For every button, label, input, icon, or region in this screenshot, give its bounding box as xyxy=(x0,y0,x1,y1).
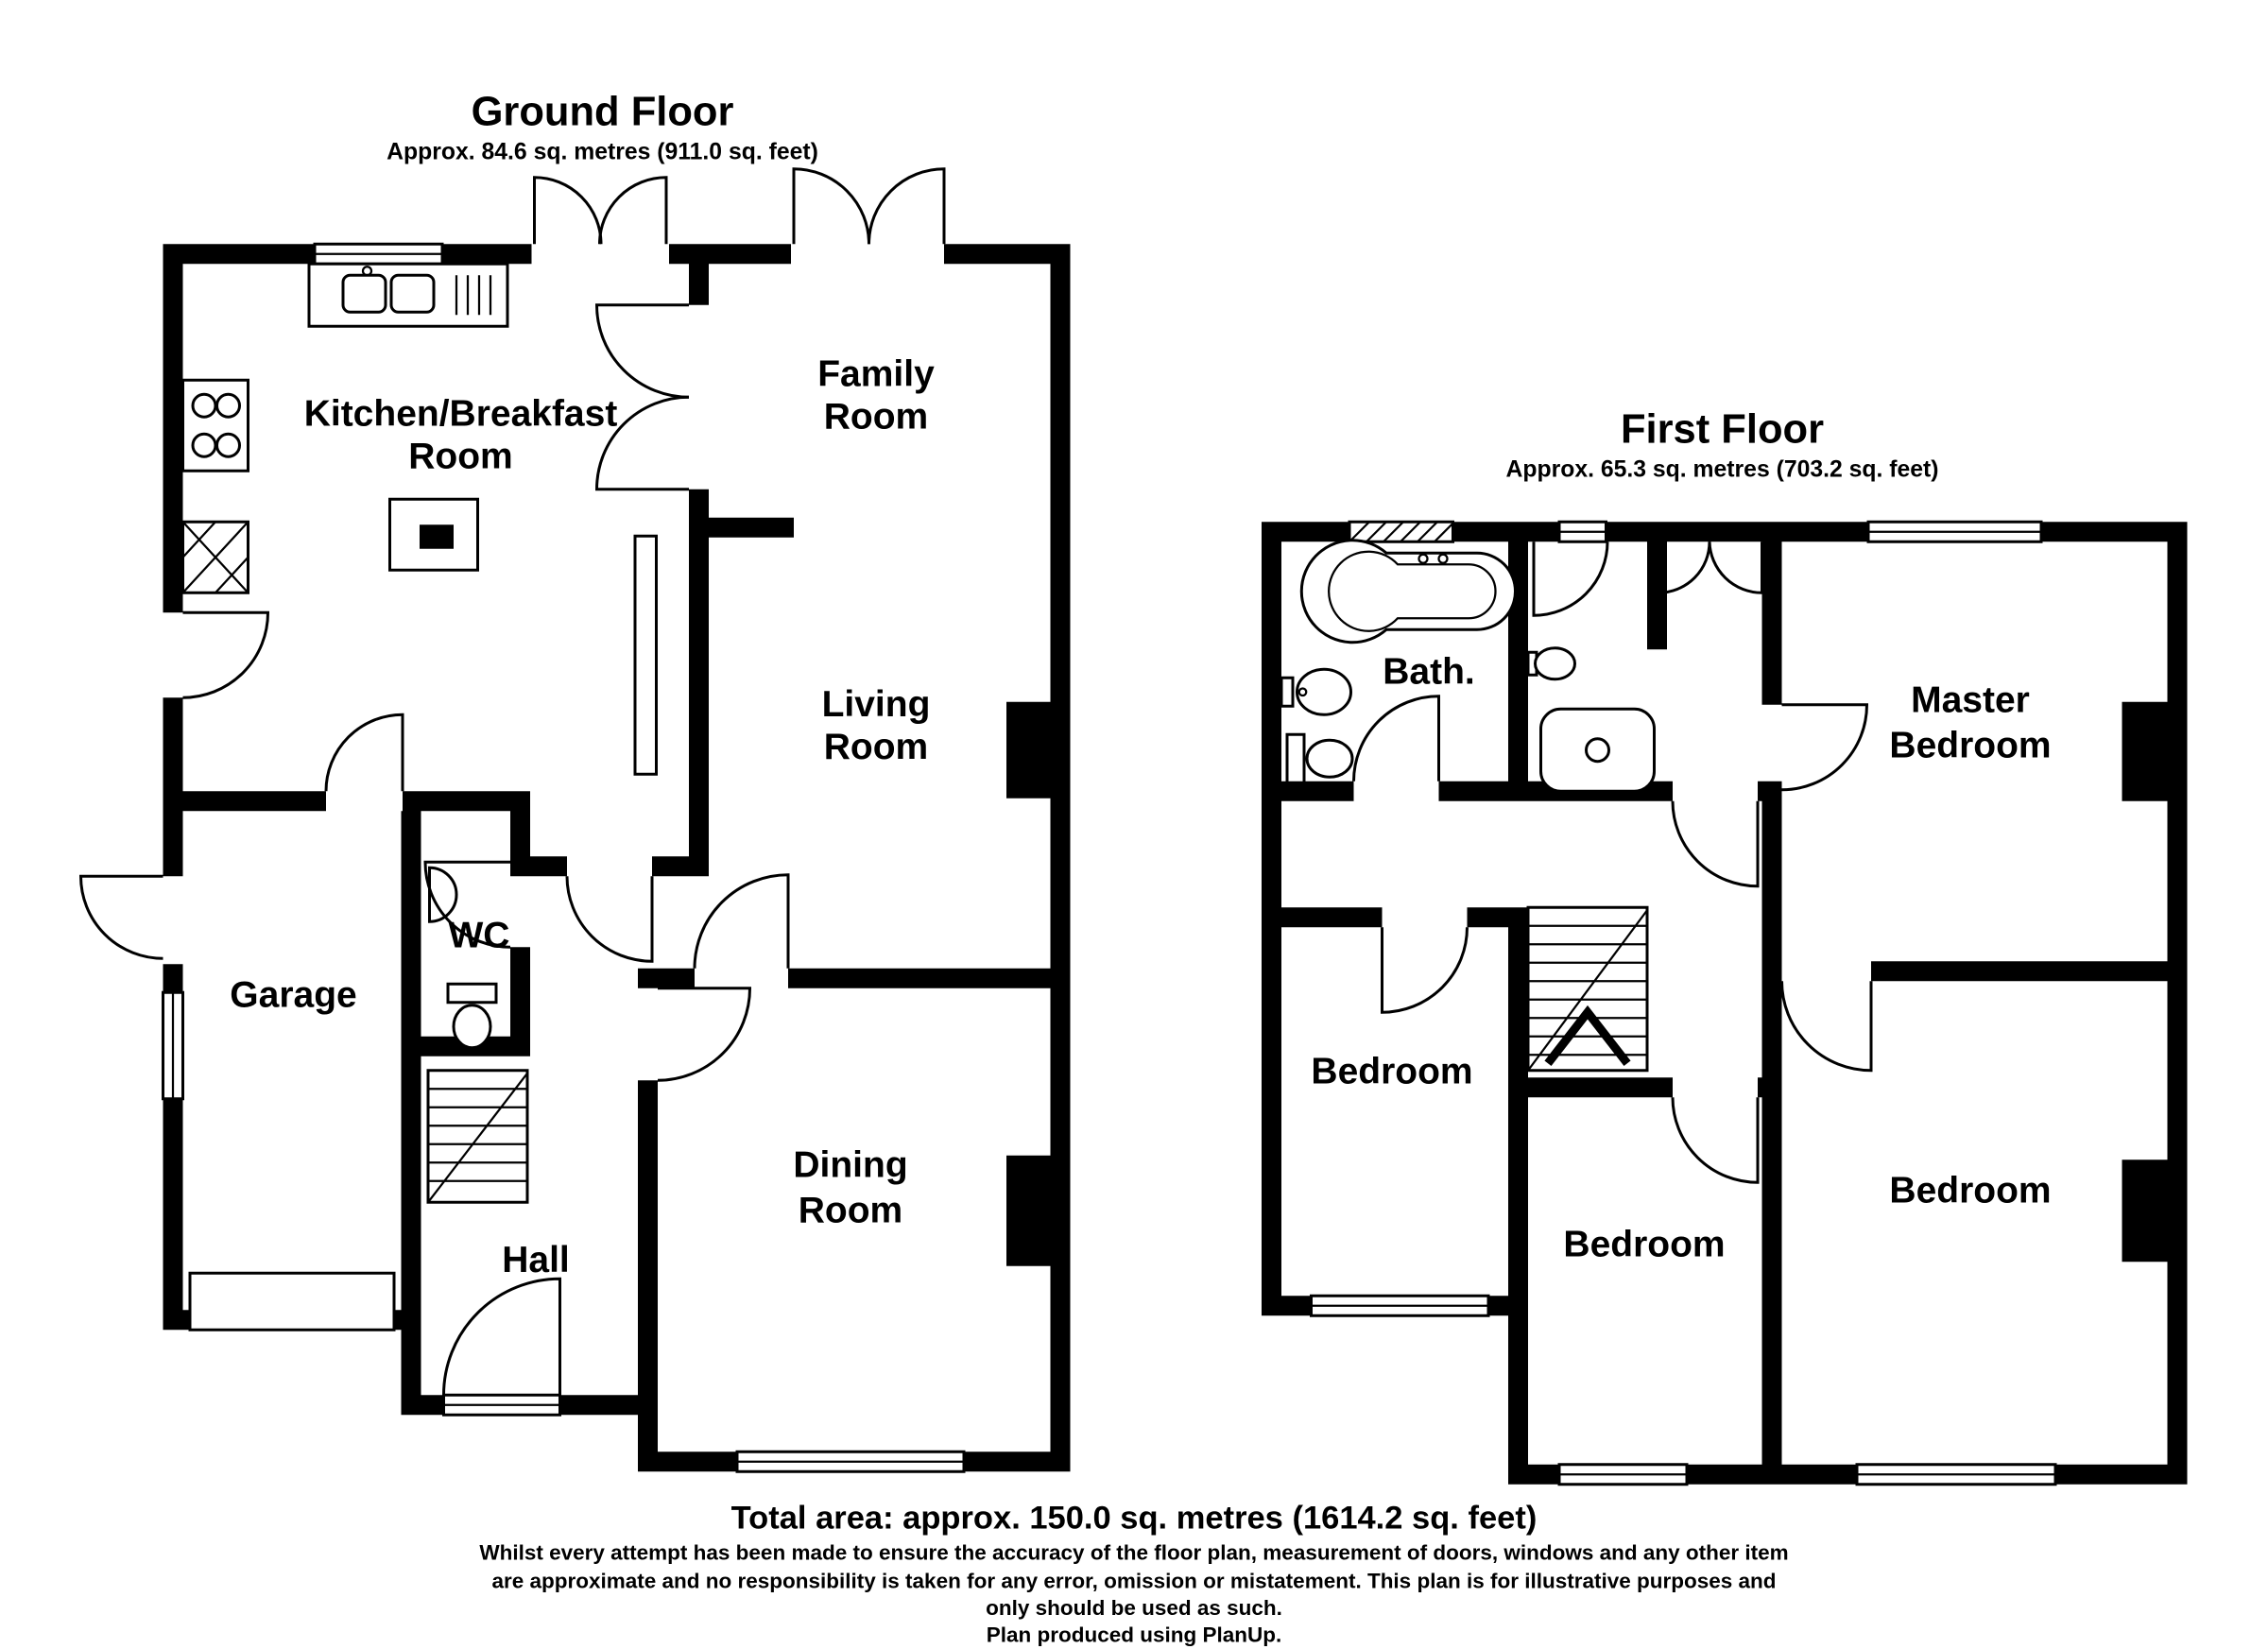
garage-side-window xyxy=(162,990,184,1101)
disclaimer-line3: only should be used as such. xyxy=(986,1596,1282,1620)
door-arc-kitchen-family-bottom xyxy=(594,395,690,491)
label-bedroom-left: Bedroom xyxy=(1311,1051,1472,1091)
door-arc-living-opening xyxy=(693,873,790,969)
door-arc-patio-right xyxy=(598,176,668,245)
shower-tray xyxy=(1539,707,1656,793)
door-arc-cupboard-right xyxy=(1708,541,1763,594)
left-bedroom-window xyxy=(1310,1294,1490,1317)
front-door-glazing xyxy=(442,1393,561,1417)
door-arc-landing xyxy=(1671,800,1760,888)
landing-window xyxy=(1557,520,1607,543)
label-bedroom-middle: Bedroom xyxy=(1563,1224,1725,1264)
label-wc: WC xyxy=(449,915,510,955)
label-garage: Garage xyxy=(230,974,356,1015)
living-room-recess xyxy=(633,534,658,776)
door-arc-family-right xyxy=(868,167,946,245)
ground-floor-subtitle: Approx. 84.6 sq. metres (911.0 sq. feet) xyxy=(387,139,818,164)
dining-room-window xyxy=(735,1450,966,1473)
door-arc-wc xyxy=(423,860,511,949)
door-arc-cupboard-left xyxy=(1657,541,1711,594)
door-arc-lobby xyxy=(324,713,404,792)
label-bedroom-right: Bedroom xyxy=(1889,1170,2051,1211)
total-area-text: Total area: approx. 150.0 sq. metres (16… xyxy=(731,1500,1538,1536)
label-bath: Bath. xyxy=(1383,651,1475,692)
ground-floor-plan: Ground Floor Approx. 84.6 sq. metres (91… xyxy=(78,89,1071,1473)
first-floor-title: First Floor xyxy=(1621,406,1824,452)
ground-door-arcs xyxy=(78,167,946,1396)
door-arc-back-door xyxy=(182,610,270,699)
ground-floor-title: Ground Floor xyxy=(472,89,734,134)
ground-stairs xyxy=(426,1069,529,1204)
stove-hob xyxy=(181,378,249,472)
first-stairs xyxy=(1526,905,1649,1073)
label-living-line1: Living xyxy=(822,684,931,725)
bath-sink xyxy=(1280,667,1352,716)
label-living-line2: Room xyxy=(824,727,929,767)
door-arc-garage-side xyxy=(78,874,163,960)
first-floor-plan: First Floor Approx. 65.3 sq. metres (703… xyxy=(1262,406,2188,1486)
kitchen-window xyxy=(313,242,444,266)
door-arc-bath xyxy=(1352,695,1440,782)
door-arc-front-door xyxy=(442,1277,561,1396)
label-master-line1: Master xyxy=(1911,679,2030,720)
label-kitchen-line1: Kitchen/Breakfast xyxy=(304,393,618,434)
door-arc-kitchen-family-top xyxy=(594,303,690,399)
bathtub xyxy=(1299,539,1517,644)
door-arc-shower-room xyxy=(1532,541,1609,617)
door-arc-left-bedroom xyxy=(1381,927,1469,1014)
wc-basin xyxy=(428,866,458,923)
door-arc-right-bedroom xyxy=(1780,981,1873,1073)
disclaimer-line1: Whilst every attempt has been made to en… xyxy=(479,1540,1788,1564)
label-kitchen-line2: Room xyxy=(408,436,513,476)
garage-door xyxy=(188,1271,396,1331)
wc-toilet xyxy=(446,982,498,1050)
label-dining-line1: Dining xyxy=(793,1144,907,1185)
master-bedroom-window xyxy=(1866,520,2043,543)
door-arc-kitchen-hall xyxy=(565,876,654,963)
label-family-line2: Room xyxy=(824,396,929,437)
label-master-line2: Bedroom xyxy=(1889,725,2051,765)
label-hall: Hall xyxy=(502,1240,570,1280)
label-dining-line2: Room xyxy=(799,1190,903,1230)
bath-toilet xyxy=(1285,732,1354,784)
door-arc-family-left xyxy=(792,167,870,245)
door-arc-hall-dining xyxy=(657,987,752,1082)
door-arc-middle-bedroom xyxy=(1671,1097,1760,1184)
kitchen-island xyxy=(388,497,479,572)
stairs-direction-arrow xyxy=(1544,1005,1631,1067)
right-bedroom-window xyxy=(1855,1463,2057,1486)
disclaimer-line2: are approximate and no responsibility is… xyxy=(491,1569,1776,1592)
kitchen-sink-unit xyxy=(307,262,509,328)
label-family-line1: Family xyxy=(817,353,935,394)
door-arc-patio-left xyxy=(533,176,603,245)
door-arc-master-bedroom xyxy=(1781,703,1869,792)
first-floor-subtitle: Approx. 65.3 sq. metres (703.2 sq. feet) xyxy=(1505,456,1938,482)
bath-window-hatched xyxy=(1348,520,1454,543)
middle-bedroom-window xyxy=(1557,1463,1689,1486)
credit-text: Plan produced using PlanUp. xyxy=(987,1623,1282,1646)
footer: Total area: approx. 150.0 sq. metres (16… xyxy=(479,1500,1788,1646)
first-door-arcs xyxy=(1352,541,1873,1184)
shower-sink xyxy=(1526,646,1576,681)
kitchen-hatched-unit xyxy=(181,520,249,594)
